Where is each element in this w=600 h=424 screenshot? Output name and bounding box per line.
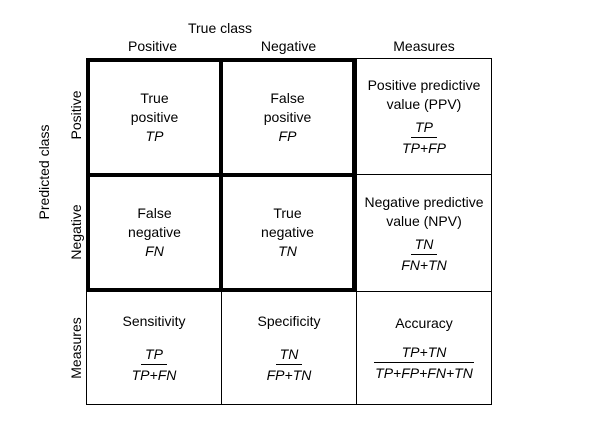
column-header-negative: Negative (260, 38, 317, 54)
column-header-measures: Measures (393, 38, 455, 54)
specificity-numerator: TN (275, 345, 303, 365)
fp-line1: False (270, 90, 305, 106)
npv-label-line2: value (NPV) (386, 212, 462, 229)
ppv-formula: TP TP+FP (398, 118, 450, 157)
accuracy-label: Accuracy (395, 315, 453, 331)
column-header-positive: Positive (127, 38, 178, 54)
fn-line1: False (137, 205, 172, 221)
sensitivity-denominator: TP+FN (131, 367, 177, 383)
sensitivity-formula: TP TP+FN (128, 345, 181, 384)
specificity-formula: TN FP+TN (263, 345, 316, 384)
false-positive-cell: False positive FP (223, 62, 352, 173)
predicted-class-title: Predicted class (36, 124, 52, 220)
ppv-numerator: TP (411, 118, 437, 138)
npv-label-line1: Negative predictive (364, 193, 484, 210)
accuracy-denominator: TP+FP+FN+TN (375, 365, 473, 381)
sensitivity-numerator: TP (141, 345, 167, 365)
npv-denominator: FN+TN (401, 256, 447, 273)
accuracy-cell: Accuracy TP+TN TP+FP+FN+TN (356, 291, 492, 405)
tp-line1: True (140, 90, 169, 106)
tn-line1: True (273, 205, 302, 221)
tn-line2: negative (261, 224, 314, 240)
row-header-measures: Measures (68, 317, 84, 379)
accuracy-numerator: TP+TN (373, 343, 475, 363)
true-negative-cell: True negative TN (223, 177, 352, 288)
specificity-denominator: FP+TN (266, 367, 312, 383)
tp-line2: positive (130, 109, 179, 125)
npv-formula: TN FN+TN (397, 235, 451, 274)
true-positive-cell: True positive TP (90, 62, 219, 173)
false-negative-cell: False negative FN (90, 177, 219, 288)
specificity-cell: Specificity TN FP+TN (221, 291, 357, 405)
row-header-positive: Positive (68, 90, 84, 140)
fp-line2: positive (263, 109, 312, 125)
accuracy-formula: TP+TN TP+FP+FN+TN (371, 343, 477, 382)
ppv-denominator: TP+FP (402, 140, 446, 156)
fn-line2: negative (128, 224, 181, 240)
specificity-label: Specificity (257, 313, 321, 329)
npv-cell: Negative predictive value (NPV) TN FN+TN (356, 174, 492, 292)
tp-abbr: TP (145, 128, 164, 144)
sensitivity-cell: Sensitivity TP TP+FN (86, 291, 222, 405)
ppv-cell: Positive predictive value (PPV) TP TP+FP (356, 58, 492, 175)
confusion-matrix-horizontal-divider (86, 173, 356, 177)
npv-numerator: TN (410, 235, 438, 255)
fp-abbr: FP (278, 128, 297, 144)
true-class-title: True class (187, 20, 253, 36)
sensitivity-label: Sensitivity (122, 313, 186, 329)
tn-abbr: TN (278, 243, 297, 259)
row-header-negative: Negative (68, 204, 84, 260)
ppv-label-line1: Positive predictive (367, 77, 481, 93)
ppv-label-line2: value (PPV) (386, 96, 462, 112)
fn-abbr: FN (145, 243, 164, 259)
